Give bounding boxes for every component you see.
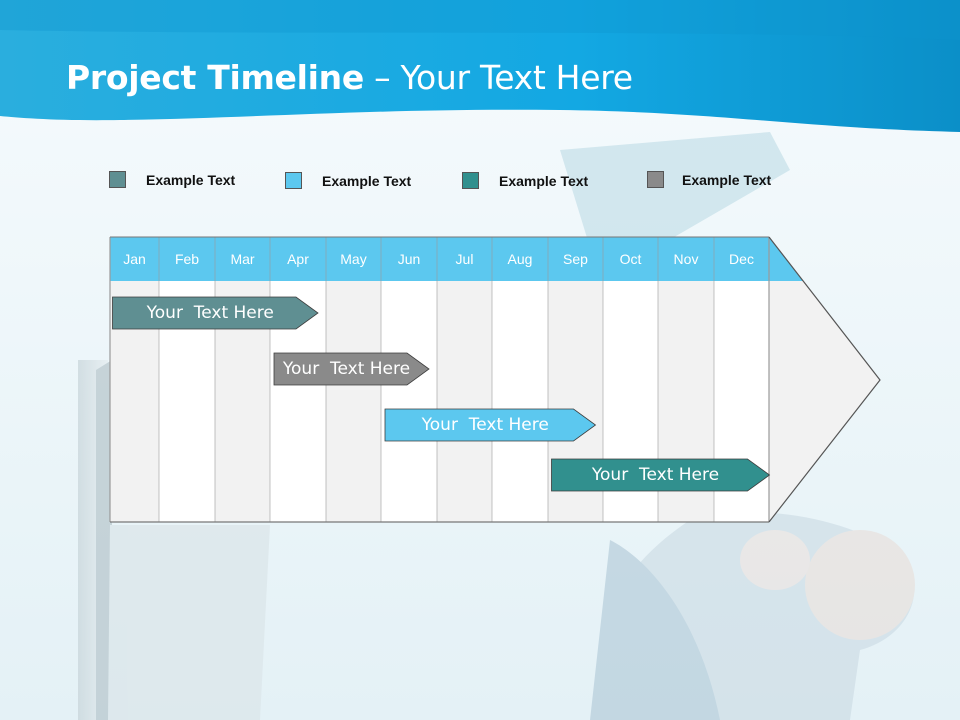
month-column bbox=[492, 281, 548, 522]
legend-label: Example Text bbox=[499, 173, 589, 189]
task-label: Your Text Here bbox=[421, 415, 549, 435]
month-label: Feb bbox=[175, 251, 199, 267]
title-bold: Project Timeline bbox=[66, 58, 364, 97]
month-label: Jun bbox=[398, 251, 421, 267]
month-header-cell bbox=[110, 237, 159, 281]
month-header-cell bbox=[381, 237, 437, 281]
legend-swatch bbox=[462, 172, 479, 189]
faded-monitor-image bbox=[78, 360, 270, 720]
task-label: Your Text Here bbox=[146, 303, 274, 323]
month-column bbox=[326, 281, 381, 522]
task-arrow bbox=[384, 408, 597, 442]
legend-label: Example Text bbox=[146, 172, 236, 188]
faded-graduate-image bbox=[560, 132, 915, 720]
month-header-cell bbox=[215, 237, 270, 281]
legend-swatch bbox=[109, 171, 126, 188]
month-header-cell bbox=[548, 237, 603, 281]
month-header-cell bbox=[437, 237, 492, 281]
legend-label: Example Text bbox=[682, 172, 772, 188]
month-header-cell bbox=[159, 237, 215, 281]
page-title: Project Timeline – Your Text Here bbox=[66, 58, 633, 97]
task-label: Your Text Here bbox=[282, 359, 411, 379]
month-label: Nov bbox=[674, 251, 699, 267]
arrow-head-body bbox=[769, 281, 880, 522]
month-column bbox=[437, 281, 492, 522]
task-arrow bbox=[551, 458, 771, 492]
month-label: May bbox=[340, 251, 366, 267]
month-header-cell bbox=[714, 237, 769, 281]
month-label: Jul bbox=[456, 251, 474, 267]
arrow-head-outline bbox=[768, 236, 881, 523]
month-header-cell bbox=[270, 237, 326, 281]
month-header-cell bbox=[603, 237, 658, 281]
task-arrow bbox=[273, 352, 430, 386]
month-label: Dec bbox=[729, 251, 754, 267]
header-band bbox=[0, 0, 960, 132]
month-label: Oct bbox=[620, 251, 642, 267]
month-header-cell bbox=[326, 237, 381, 281]
title-rest: – Your Text Here bbox=[363, 58, 633, 97]
month-label: Mar bbox=[230, 251, 254, 267]
task-arrow bbox=[112, 296, 319, 330]
legend-swatch bbox=[285, 172, 302, 189]
month-column bbox=[381, 281, 437, 522]
legend-label: Example Text bbox=[322, 173, 412, 189]
legend-swatch bbox=[647, 171, 664, 188]
month-header-cell bbox=[658, 237, 714, 281]
month-label: Sep bbox=[563, 251, 588, 267]
month-label: Apr bbox=[287, 251, 309, 267]
month-label: Jan bbox=[123, 251, 146, 267]
task-label: Your Text Here bbox=[591, 465, 720, 485]
month-label: Aug bbox=[508, 251, 533, 267]
month-header-cell bbox=[492, 237, 548, 281]
